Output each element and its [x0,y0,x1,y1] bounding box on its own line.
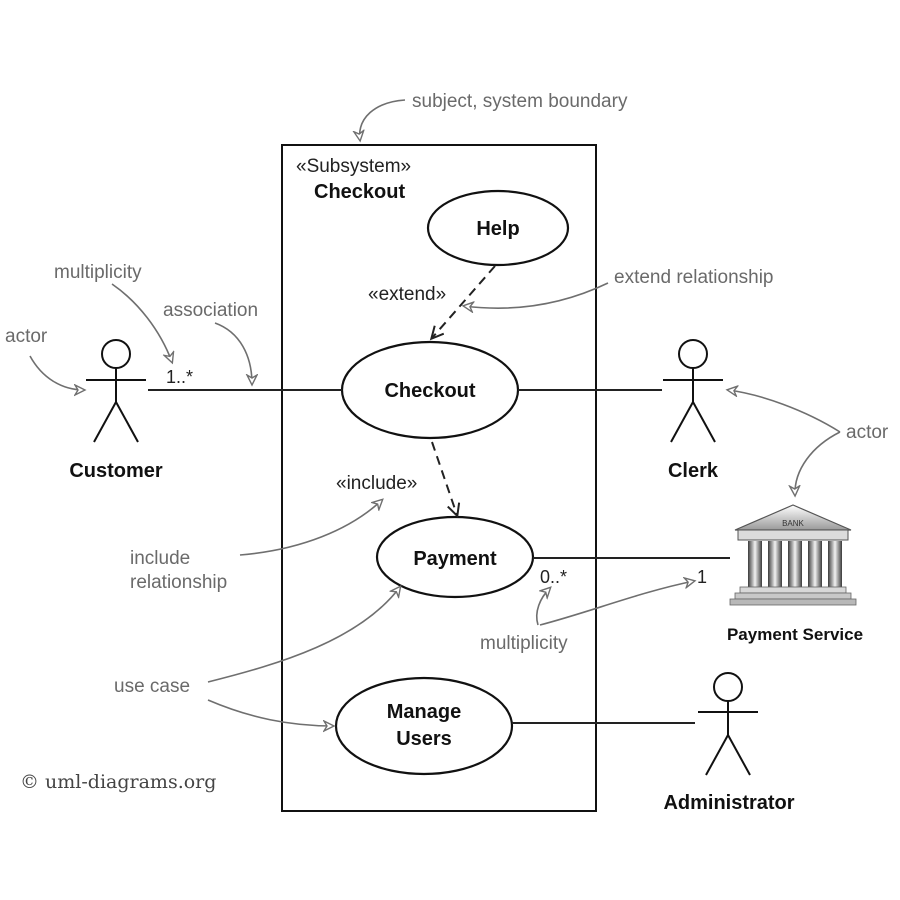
bank-sign: BANK [782,519,804,528]
extend-label: «extend» [368,284,446,305]
pointer-use-case-manage [207,699,333,726]
pointer-subject [360,99,406,140]
pointer-multiplicity-right [539,581,694,626]
subsystem-name: Checkout [314,181,405,203]
actor-administrator-label: Administrator [663,792,794,814]
actor-customer[interactable] [86,339,146,443]
annotation-include-2: relationship [130,572,227,593]
pointer-use-case-payment [207,587,400,683]
bank-icon[interactable]: BANK [729,504,857,606]
use-case-manage-users-label-1: Manage [387,701,461,723]
use-case-checkout-label: Checkout [384,380,475,402]
pointer-extend [464,282,609,308]
use-case-help[interactable]: Help [426,189,570,267]
include-label: «include» [336,473,417,494]
use-case-manage-users[interactable]: Manage Users [334,676,514,776]
use-case-checkout[interactable]: Checkout [340,340,520,440]
include-arrow [431,441,461,519]
pointer-association [214,322,252,384]
service-multiplicity: 1 [697,567,707,587]
annotation-actor-right: actor [846,422,889,443]
subsystem-stereotype: «Subsystem» [296,156,411,177]
payment-multiplicity: 0..* [540,567,567,587]
annotation-include-1: include [130,548,190,569]
pointer-actor-to-service [795,431,841,495]
customer-multiplicity: 1..* [166,367,193,387]
annotation-use-case: use case [114,676,190,697]
actor-clerk[interactable] [663,339,723,443]
copyright: © uml-diagrams.org [20,771,216,793]
use-case-manage-users-label-2: Users [396,728,452,750]
pointer-multiplicity-top [111,283,172,362]
system-boundary [281,144,597,812]
actor-clerk-label: Clerk [668,460,719,482]
annotation-multiplicity-bottom: multiplicity [480,633,568,654]
use-case-help-label: Help [476,218,519,240]
pointer-actor-left [29,355,84,390]
pointer-multiplicity-left [535,588,550,626]
actor-administrator[interactable] [698,672,758,776]
annotation-multiplicity-top: multiplicity [54,262,142,283]
actor-customer-label: Customer [69,460,163,482]
pointer-actor-to-clerk [728,390,841,433]
annotation-subject: subject, system boundary [412,91,628,112]
annotation-association: association [163,300,258,321]
use-case-payment-label: Payment [413,548,497,570]
pointer-include [239,500,382,556]
annotation-extend-relationship: extend relationship [614,267,774,288]
annotation-actor-left: actor [5,326,48,347]
actor-payment-service-label: Payment Service [727,625,863,644]
use-case-payment[interactable]: Payment [375,515,535,599]
